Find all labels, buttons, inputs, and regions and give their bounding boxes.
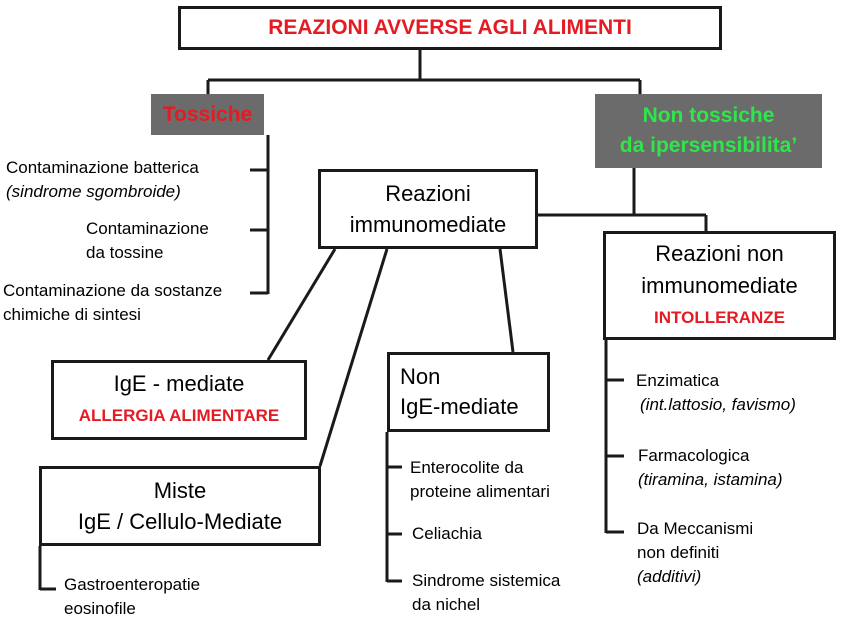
- non-ige-line1: Non: [400, 364, 441, 389]
- non-immuno-line2: immunomediate: [641, 272, 798, 298]
- toxic-item-2-line1: Contaminazione: [86, 219, 209, 238]
- non-ige-item-1: Enterocolite da proteine alimentari: [410, 456, 550, 504]
- toxic-item-1-line2: (sindrome sgombroide): [6, 182, 181, 201]
- non-toxic-label-box: Non tossiche da ipersensibilita’: [595, 94, 822, 168]
- non-ige-item-3-line1: Sindrome sistemica: [412, 571, 561, 590]
- non-immuno-item-1-line2: (int.lattosio, favismo): [640, 395, 796, 414]
- non-immuno-item-2-line1: Farmacologica: [638, 446, 750, 465]
- mixed-line2: IgE / Cellulo-Mediate: [77, 509, 283, 534]
- non-ige-item-2: Celiachia: [412, 522, 482, 546]
- mixed-item-1-line1: Gastroenteropatie: [64, 575, 201, 594]
- immuno-line2: immunomediate: [349, 212, 507, 237]
- non-immuno-line1: Reazioni non: [655, 240, 784, 266]
- non-immuno-item-1-line1: Enzimatica: [636, 371, 720, 390]
- non-ige-item-1-line2: proteine alimentari: [410, 482, 550, 501]
- mixed-line1: Miste: [153, 478, 207, 503]
- non-immuno-item-3: Da Meccanismi non definiti (additivi): [637, 517, 753, 589]
- ige-line2: ALLERGIA ALIMENTARE: [78, 406, 280, 425]
- non-immuno-line3: INTOLLERANZE: [654, 307, 785, 327]
- non-ige-item-2-line1: Celiachia: [412, 524, 482, 543]
- mixed-item-1: Gastroenteropatie eosinofile: [64, 573, 200, 621]
- non-ige-item-3-line2: da nichel: [412, 595, 481, 614]
- toxic-item-3-line1: Contaminazione da sostanze: [3, 281, 223, 300]
- toxic-item-3-line2: chimiche di sintesi: [3, 305, 141, 324]
- non-immuno-item-2-line2: (tiramina, istamina): [638, 470, 783, 489]
- mixed-item-1-line2: eosinofile: [64, 599, 136, 618]
- non-immuno-item-3-line3: (additivi): [637, 567, 702, 586]
- toxic-item-3: Contaminazione da sostanze chimiche di s…: [3, 279, 222, 327]
- non-immuno-item-2: Farmacologica (tiramina, istamina): [638, 444, 783, 492]
- toxic-label: Tossiche: [162, 102, 253, 126]
- ige-box: IgE - mediate ALLERGIA ALIMENTARE: [51, 360, 307, 440]
- toxic-item-1: Contaminazione batterica (sindrome sgomb…: [6, 156, 199, 204]
- toxic-item-1-line1: Contaminazione batterica: [6, 158, 199, 177]
- ige-line1: IgE - mediate: [113, 371, 245, 396]
- non-ige-box: Non IgE-mediate: [387, 352, 550, 432]
- title-text: REAZIONI AVVERSE AGLI ALIMENTI: [268, 16, 632, 39]
- non-ige-item-3: Sindrome sistemica da nichel: [412, 569, 560, 617]
- non-ige-line2: IgE-mediate: [400, 394, 519, 419]
- non-ige-item-1-line1: Enterocolite da: [410, 458, 524, 477]
- non-immuno-box: Reazioni non immunomediate INTOLLERANZE: [603, 231, 836, 340]
- title-box: REAZIONI AVVERSE AGLI ALIMENTI: [178, 6, 722, 50]
- immuno-line1: Reazioni: [385, 181, 471, 206]
- toxic-item-2: Contaminazione da tossine: [86, 217, 209, 265]
- non-immuno-item-1: Enzimatica (int.lattosio, favismo): [636, 369, 796, 417]
- non-immuno-item-3-line1: Da Meccanismi: [637, 519, 754, 538]
- non-immuno-item-3-line2: non definiti: [637, 543, 720, 562]
- toxic-label-box: Tossiche: [151, 94, 264, 135]
- mixed-box: Miste IgE / Cellulo-Mediate: [39, 466, 321, 546]
- toxic-item-2-line2: da tossine: [86, 243, 164, 262]
- non-toxic-label-line2: da ipersensibilita’: [619, 134, 798, 157]
- immuno-box: Reazioni immunomediate: [318, 169, 538, 249]
- non-toxic-label-line1: Non tossiche: [642, 104, 775, 127]
